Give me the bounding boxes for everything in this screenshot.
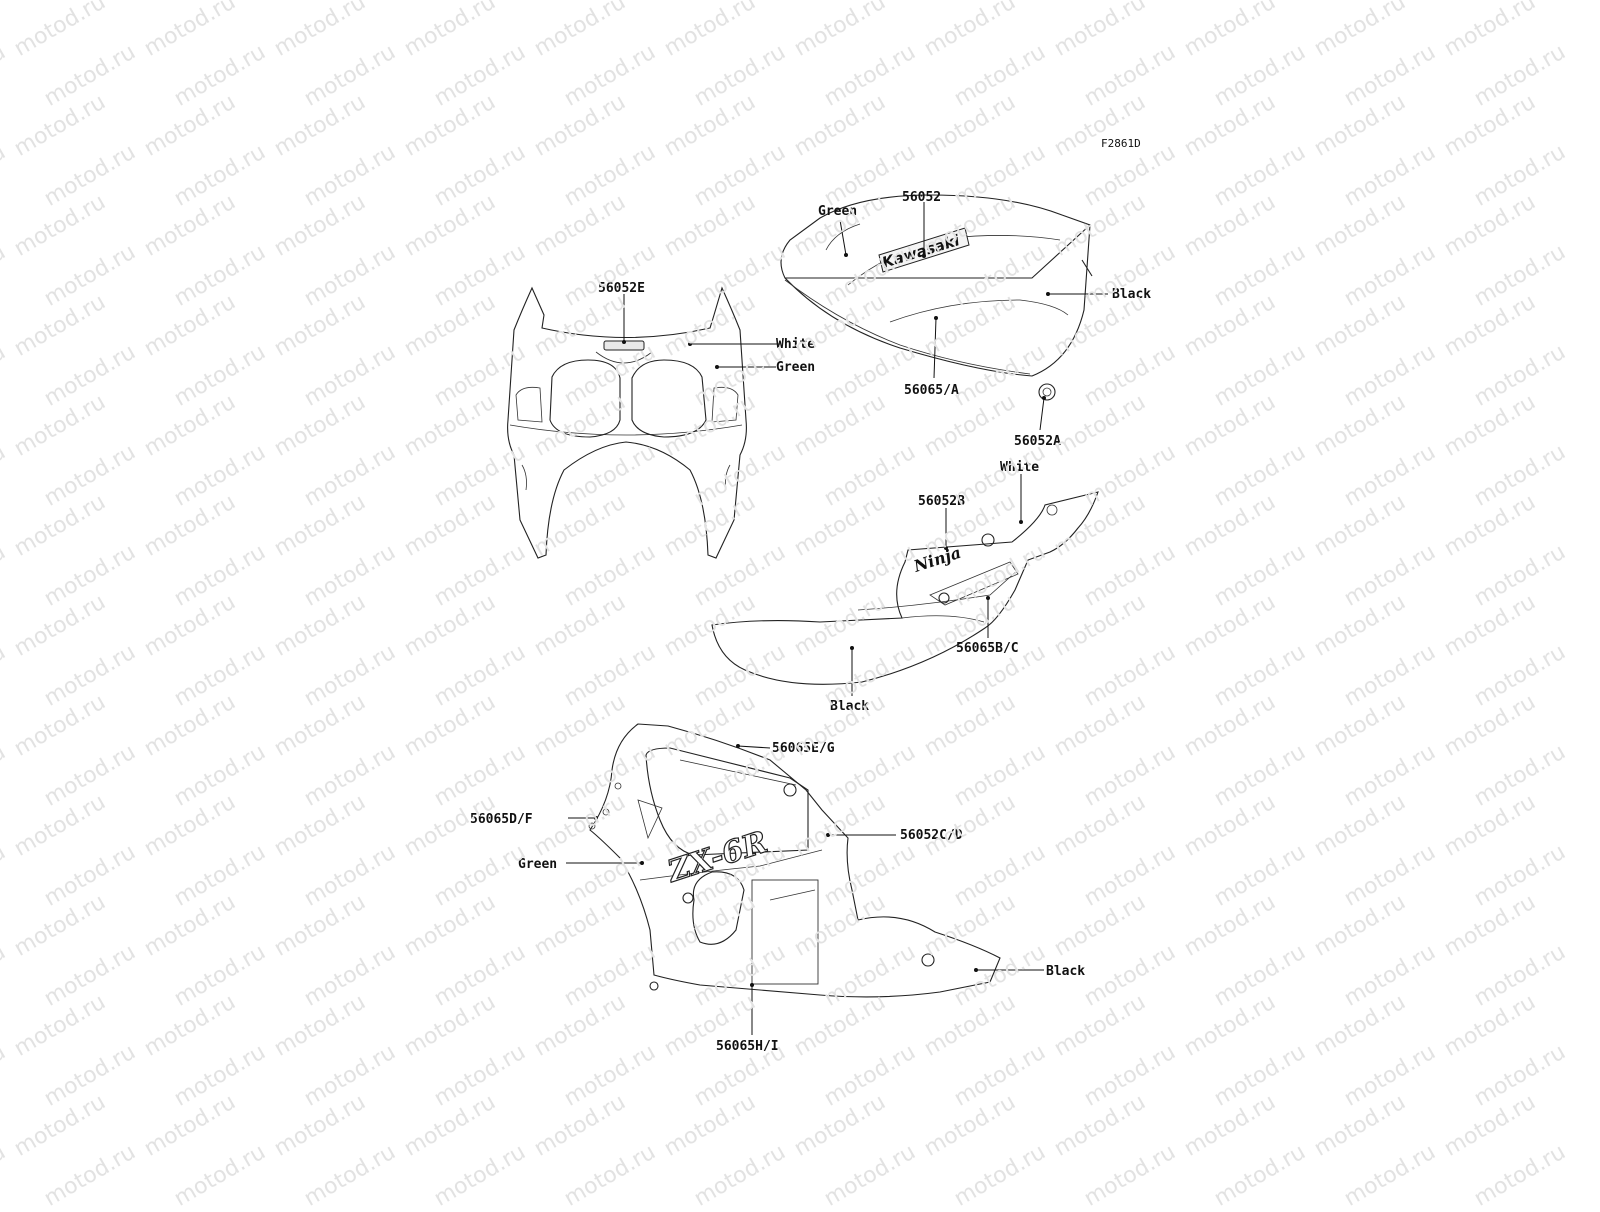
label-part-56052b: 56052B (918, 494, 965, 509)
tank-cap-56052a (1038, 383, 1056, 401)
cowl-bolt-upper (783, 783, 797, 797)
label-part-56065eg: 56065E/G (772, 741, 835, 756)
tank-green-area (825, 223, 861, 251)
tail-bolt-2 (938, 592, 950, 604)
kawasaki-logo-text: Kawasaki (880, 231, 962, 272)
fuel-tank: Kawasaki (780, 194, 1093, 401)
label-green-fairing: Green (776, 360, 815, 375)
fairing-duct-left (515, 386, 543, 423)
fairing-lower-line (509, 424, 743, 436)
headlight-left (549, 359, 621, 438)
label-part-56065hi: 56065H/I (716, 1039, 779, 1054)
label-part-56065bc: 56065B/C (956, 641, 1019, 656)
side-cowl-outline (589, 723, 1001, 998)
side-cowl-vent-56065eg (645, 747, 809, 856)
side-cowl-scoop (692, 871, 745, 945)
cowl-bolt-rear (921, 953, 935, 967)
label-white-fairing: White (776, 337, 815, 352)
label-green-tank: Green (818, 204, 857, 219)
cowl-bolt-lower (649, 981, 659, 991)
headlight-right (631, 359, 707, 438)
callout-labels: Green 56052 Black 56065/A 56052A 56052E … (470, 190, 1151, 1054)
front-fairing (507, 286, 747, 559)
tail-section: Ninja (711, 491, 1099, 685)
tail-stripe-2 (857, 569, 1019, 611)
tail-stripe-56065bc (929, 561, 1019, 606)
side-cowl-panel-56065hi (751, 879, 819, 985)
label-part-56065a: 56065/A (904, 383, 959, 398)
label-white-tail: White (1000, 460, 1039, 475)
label-black-tank: Black (1112, 287, 1151, 302)
label-black-tail: Black (830, 699, 869, 714)
side-cowl-stripe-56065df (637, 799, 663, 840)
fairing-outline (507, 286, 747, 559)
tank-stripe (784, 279, 1031, 375)
tank-lower-edge (784, 224, 1091, 377)
label-part-56052a: 56052A (1014, 434, 1061, 449)
tail-bolt-1 (981, 533, 995, 547)
tank-panel-line-2 (889, 299, 1069, 323)
diagram-code: F2861D (1101, 137, 1141, 150)
tail-outline (711, 491, 1099, 685)
fairing-duct-right (711, 386, 739, 423)
label-black-side: Black (1046, 964, 1085, 979)
label-green-side: Green (518, 857, 557, 872)
tank-shape (780, 194, 1092, 279)
tail-stripe (901, 615, 985, 623)
label-part-56065df: 56065D/F (470, 812, 533, 827)
cowl-bolt-mid (682, 892, 694, 904)
fairing-intake (595, 351, 653, 364)
label-part-56052: 56052 (902, 190, 941, 205)
leader-lines (566, 202, 1108, 1035)
side-cowl: ZX-6R (588, 723, 1001, 998)
label-part-56052e: 56052E (598, 281, 645, 296)
label-part-56052cd: 56052C/D (900, 828, 963, 843)
